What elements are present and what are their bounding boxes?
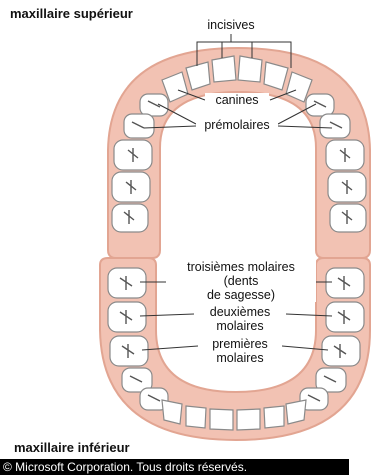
- upper-third-molar-right: [330, 204, 366, 232]
- label-incisives: incisives: [195, 18, 267, 32]
- label-canines: canines: [205, 93, 269, 107]
- upper-central-incisor-left: [212, 56, 236, 82]
- label-troisiemes-molaires: troisièmes molaires (dents de sagesse): [166, 260, 316, 302]
- label-troisiemes-molaires-line3: de sagesse): [166, 288, 316, 302]
- label-troisiemes-molaires-line2: (dents: [166, 274, 316, 288]
- label-premieres-molaires: premières molaires: [198, 337, 282, 365]
- lower-canine-right: [286, 400, 306, 424]
- label-deuxiemes-molaires: deuxièmes molaires: [194, 305, 286, 333]
- lower-jaw-title: maxillaire inférieur: [14, 440, 130, 455]
- upper-first-premolar-left: [140, 94, 168, 116]
- label-premieres-molaires-line2: molaires: [198, 351, 282, 365]
- lower-central-incisor-left: [210, 409, 233, 430]
- label-troisiemes-molaires-line1: troisièmes molaires: [166, 260, 316, 274]
- label-premolaires: prémolaires: [196, 118, 278, 132]
- copyright-notice: © Microsoft Corporation. Tous droits rés…: [0, 459, 349, 475]
- upper-jaw-title: maxillaire supérieur: [10, 6, 133, 21]
- lower-lateral-incisor-left: [186, 406, 206, 428]
- label-deuxiemes-molaires-line1: deuxièmes: [194, 305, 286, 319]
- upper-central-incisor-right: [238, 56, 262, 82]
- label-premieres-molaires-line1: premières: [198, 337, 282, 351]
- lower-central-incisor-right: [237, 409, 260, 430]
- upper-third-molar-left: [112, 204, 148, 232]
- upper-second-premolar-right: [320, 114, 350, 138]
- upper-first-premolar-right: [306, 94, 334, 116]
- lower-lateral-incisor-right: [264, 406, 284, 428]
- lower-canine-left: [162, 400, 182, 424]
- label-deuxiemes-molaires-line2: molaires: [194, 319, 286, 333]
